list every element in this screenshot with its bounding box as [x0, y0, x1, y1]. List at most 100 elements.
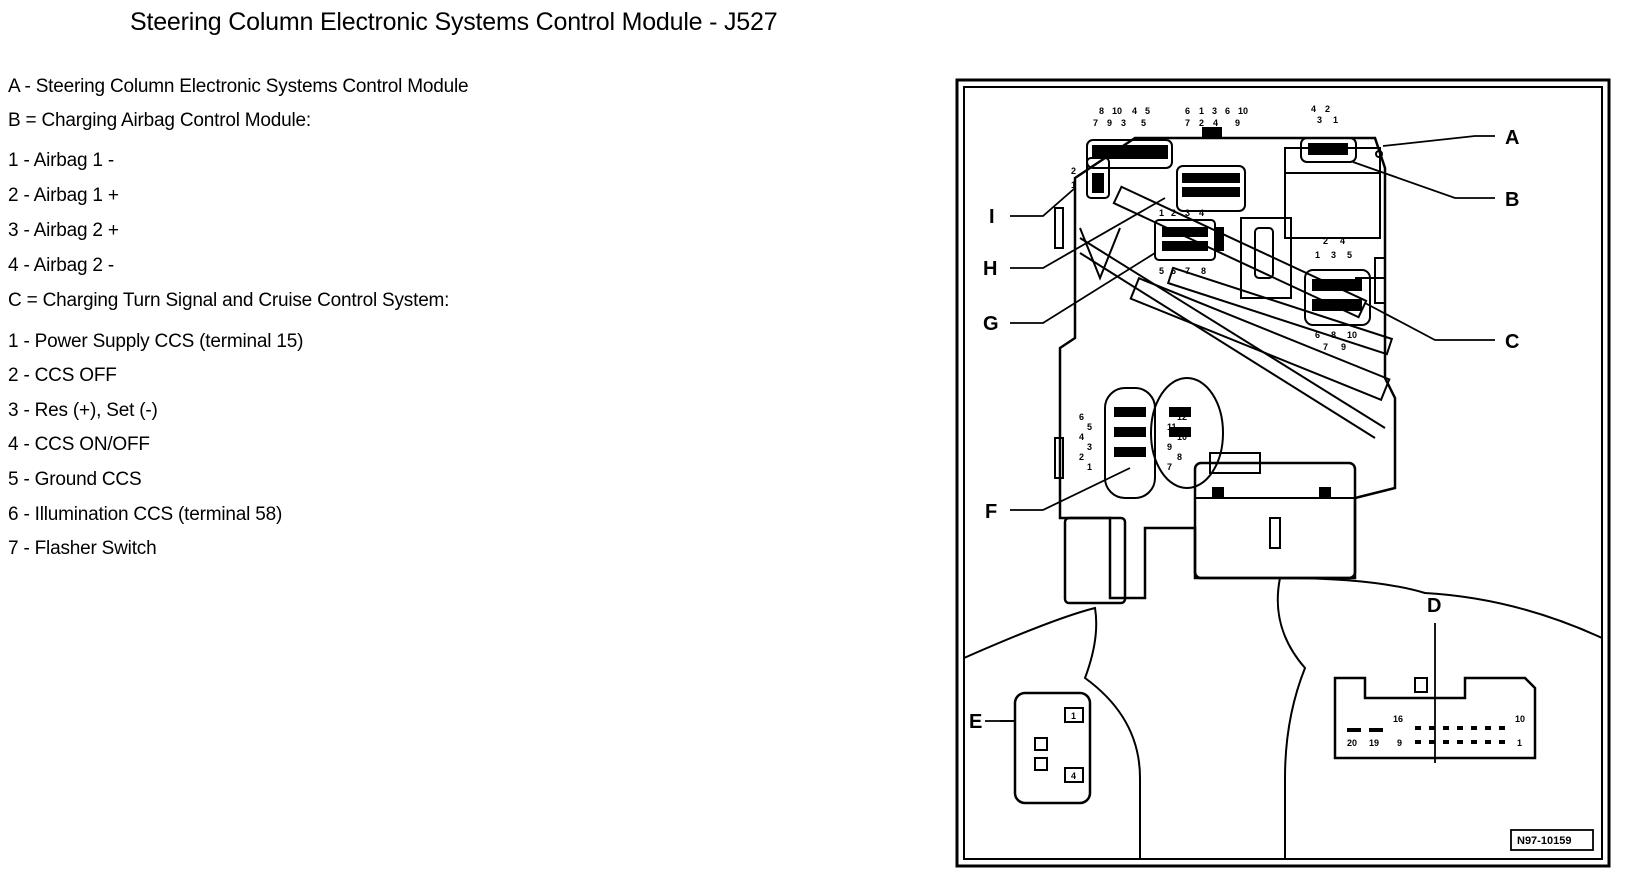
connector-b — [1300, 137, 1383, 163]
pin-label: 7 — [1093, 118, 1098, 128]
legend-item-c1: 1 - Power Supply CCS (terminal 15) — [8, 331, 304, 352]
pin-label: 11 — [1167, 422, 1177, 432]
legend-item-b1: 1 - Airbag 1 - — [8, 150, 114, 171]
pin-label: 5 — [1347, 250, 1352, 260]
pin-label: 7 — [1323, 342, 1328, 352]
callout-a: A — [1505, 127, 1519, 149]
callout-i: I — [989, 206, 995, 228]
pin-label: 3 — [1185, 208, 1190, 218]
pin-label: 6 — [1185, 106, 1190, 116]
pin-label: 1 — [1315, 250, 1320, 260]
reference-number: N97-10159 — [1517, 835, 1571, 847]
pin-label: 9 — [1107, 118, 1112, 128]
pin-label: 5 — [1141, 118, 1146, 128]
legend-item-b2: 2 - Airbag 1 + — [8, 185, 119, 206]
connector-c — [1304, 269, 1371, 326]
pin-label: 1 — [1199, 106, 1204, 116]
pin-label: 10 — [1112, 106, 1122, 116]
legend-item-b: B = Charging Airbag Control Module: — [8, 110, 311, 131]
callout-c: C — [1505, 331, 1519, 353]
page-title: Steering Column Electronic Systems Contr… — [130, 8, 778, 36]
pin-label: 6 — [1079, 412, 1084, 422]
pin-label: 10 — [1515, 714, 1525, 724]
pin-label: 5 — [1145, 106, 1150, 116]
pin-label: 4 — [1079, 432, 1084, 442]
pin-label: 2 — [1079, 452, 1084, 462]
pin-label: 2 — [1171, 208, 1176, 218]
pin-label: 1 — [1159, 208, 1164, 218]
callout-g: G — [983, 313, 999, 335]
pin-label: 12 — [1177, 412, 1187, 422]
callout-e: E — [969, 711, 982, 733]
pin-label: 8 — [1201, 266, 1206, 276]
connector-e-body — [1063, 516, 1127, 605]
legend-item-c2: 2 - CCS OFF — [8, 365, 117, 386]
callout-h: H — [983, 258, 997, 280]
pin-label: 2 — [1071, 166, 1076, 176]
pin-label: 9 — [1167, 442, 1172, 452]
legend-item-c: C = Charging Turn Signal and Cruise Cont… — [8, 290, 450, 311]
pin-label: 16 — [1393, 714, 1403, 724]
pin-label: 8 — [1099, 106, 1104, 116]
detail-bubble-e — [963, 606, 1141, 860]
detail-bubble-d — [1276, 576, 1603, 860]
pin-label: 7 — [1185, 266, 1190, 276]
pin-label: 6 — [1315, 330, 1320, 340]
pin-label: 3 — [1317, 115, 1322, 125]
pin-label: 2 — [1325, 104, 1330, 114]
legend-item-c5: 5 - Ground CCS — [8, 469, 142, 490]
pin-label: 4 — [1311, 104, 1316, 114]
pin-label: 6 — [1171, 266, 1176, 276]
pin-label: 2 — [1199, 118, 1204, 128]
pin-label: 5 — [1159, 266, 1164, 276]
pin-label: 10 — [1347, 330, 1357, 340]
connector-h — [1176, 127, 1246, 212]
pin-label: 19 — [1369, 738, 1379, 748]
callout-f: F — [985, 501, 997, 523]
callout-b: B — [1505, 189, 1519, 211]
legend-item-c6: 6 - Illumination CCS (terminal 58) — [8, 504, 283, 525]
legend-item-c3: 3 - Res (+), Set (-) — [8, 400, 158, 421]
legend-item-c7: 7 - Flasher Switch — [8, 538, 157, 559]
pin-label: 7 — [1167, 462, 1172, 472]
pin-labels: 8 10 4 5 7 9 3 5 2 1 6 1 3 6 10 7 2 4 9 … — [1071, 104, 1525, 781]
pin-label: 6 — [1225, 106, 1230, 116]
detail-connector-e — [1013, 691, 1092, 805]
pin-label: 8 — [1331, 330, 1336, 340]
pin-label: 3 — [1212, 106, 1217, 116]
pin-label: 1 — [1333, 115, 1338, 125]
pin-label: 4 — [1132, 106, 1137, 116]
connector-d-body — [1193, 452, 1357, 580]
legend-item-b4: 4 - Airbag 2 - — [8, 255, 114, 276]
module-diagram: A B C D E F G H I 8 10 4 5 7 9 3 5 2 1 6… — [955, 78, 1611, 868]
inner-frame — [963, 86, 1603, 860]
pin-label: 7 — [1185, 118, 1190, 128]
pin-label: 20 — [1347, 738, 1357, 748]
outer-frame — [955, 78, 1611, 868]
reference-box — [1510, 829, 1594, 851]
pin-label: 9 — [1235, 118, 1240, 128]
pin-label: 1 — [1087, 462, 1092, 472]
pin-label: 5 — [1087, 422, 1092, 432]
legend-item-c4: 4 - CCS ON/OFF — [8, 434, 150, 455]
legend-item-a: A - Steering Column Electronic Systems C… — [8, 76, 469, 97]
module-housing — [1054, 136, 1397, 600]
pin-label: 4 — [1071, 771, 1076, 781]
pin-label: 1 — [1071, 180, 1076, 190]
pin-label: 9 — [1397, 738, 1402, 748]
pin-label: 8 — [1177, 452, 1182, 462]
pin-label: 1 — [1517, 738, 1522, 748]
pin-label: 1 — [1071, 711, 1076, 721]
pin-label: 9 — [1341, 342, 1346, 352]
connector-i — [1086, 139, 1173, 199]
leader-lines — [985, 135, 1495, 763]
pin-label: 4 — [1199, 208, 1204, 218]
pin-label: 4 — [1340, 236, 1345, 246]
pin-label: 3 — [1331, 250, 1336, 260]
connector-g — [1154, 217, 1292, 299]
pin-label: 3 — [1087, 442, 1092, 452]
pin-label: 10 — [1238, 106, 1248, 116]
pin-label: 10 — [1177, 432, 1187, 442]
legend-item-b3: 3 - Airbag 2 + — [8, 220, 119, 241]
callout-d: D — [1427, 595, 1441, 617]
